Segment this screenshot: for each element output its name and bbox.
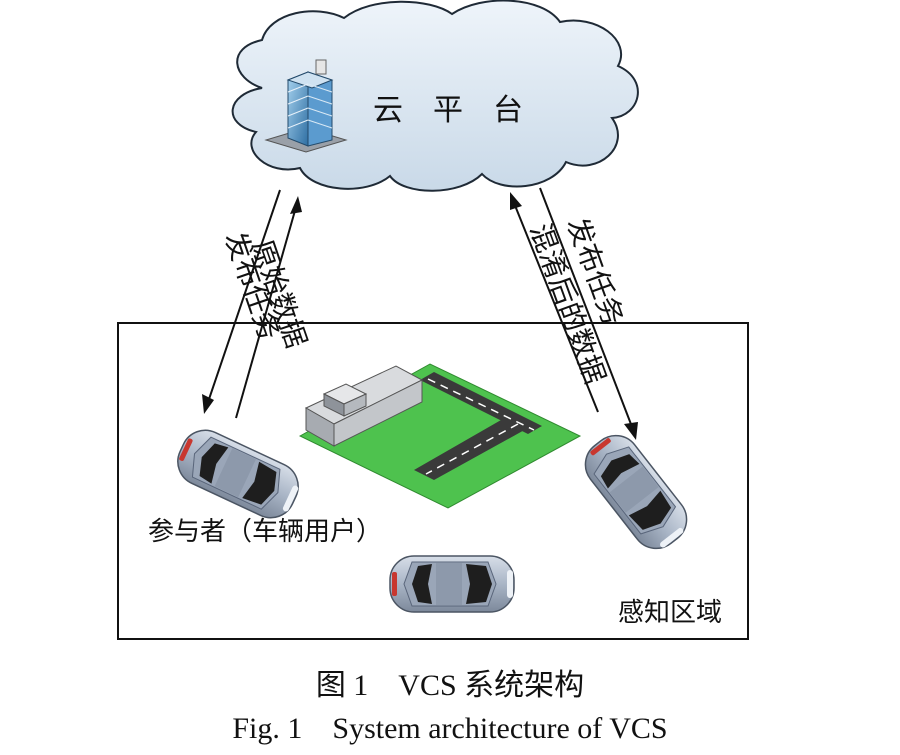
vehicle-car-icon: [575, 425, 697, 559]
vehicle-car-icon: [389, 555, 515, 613]
cloud-label: 云 平 台: [373, 93, 523, 128]
arrowhead-icon: [624, 422, 638, 440]
participant-car-icon: [169, 421, 307, 527]
participant-label: 参与者（车辆用户）: [148, 517, 382, 547]
left-upload-arrow: [235, 199, 299, 419]
figure-caption-cn: 图 1 VCS 系统架构: [315, 669, 585, 702]
figure-caption-en: Fig. 1 System architecture of VCS: [232, 712, 668, 745]
arrowhead-icon: [202, 394, 214, 414]
road: [414, 416, 528, 480]
left-download-arrow: [205, 189, 281, 409]
right-download-arrow: [539, 187, 635, 433]
arrowhead-icon: [290, 196, 302, 214]
sensing-region-border: [117, 322, 749, 640]
server-building-icon: [264, 59, 348, 153]
right-arrow-pair: 发布任务 混淆后的数据: [510, 187, 638, 440]
sensing-area-illustration: [298, 363, 582, 509]
sensing-region-label: 感知区域: [618, 598, 722, 628]
building-icon: [304, 365, 424, 447]
arrowhead-icon: [510, 192, 522, 210]
diagram-canvas: 云 平 台 原始数据 发布任务 发布任务 混淆后的数据: [117, 0, 749, 640]
cloud-platform: 云 平 台: [231, 0, 639, 192]
left-arrow-pair: 原始数据 发布任务: [202, 189, 313, 419]
right-upload-arrow: [511, 197, 599, 413]
